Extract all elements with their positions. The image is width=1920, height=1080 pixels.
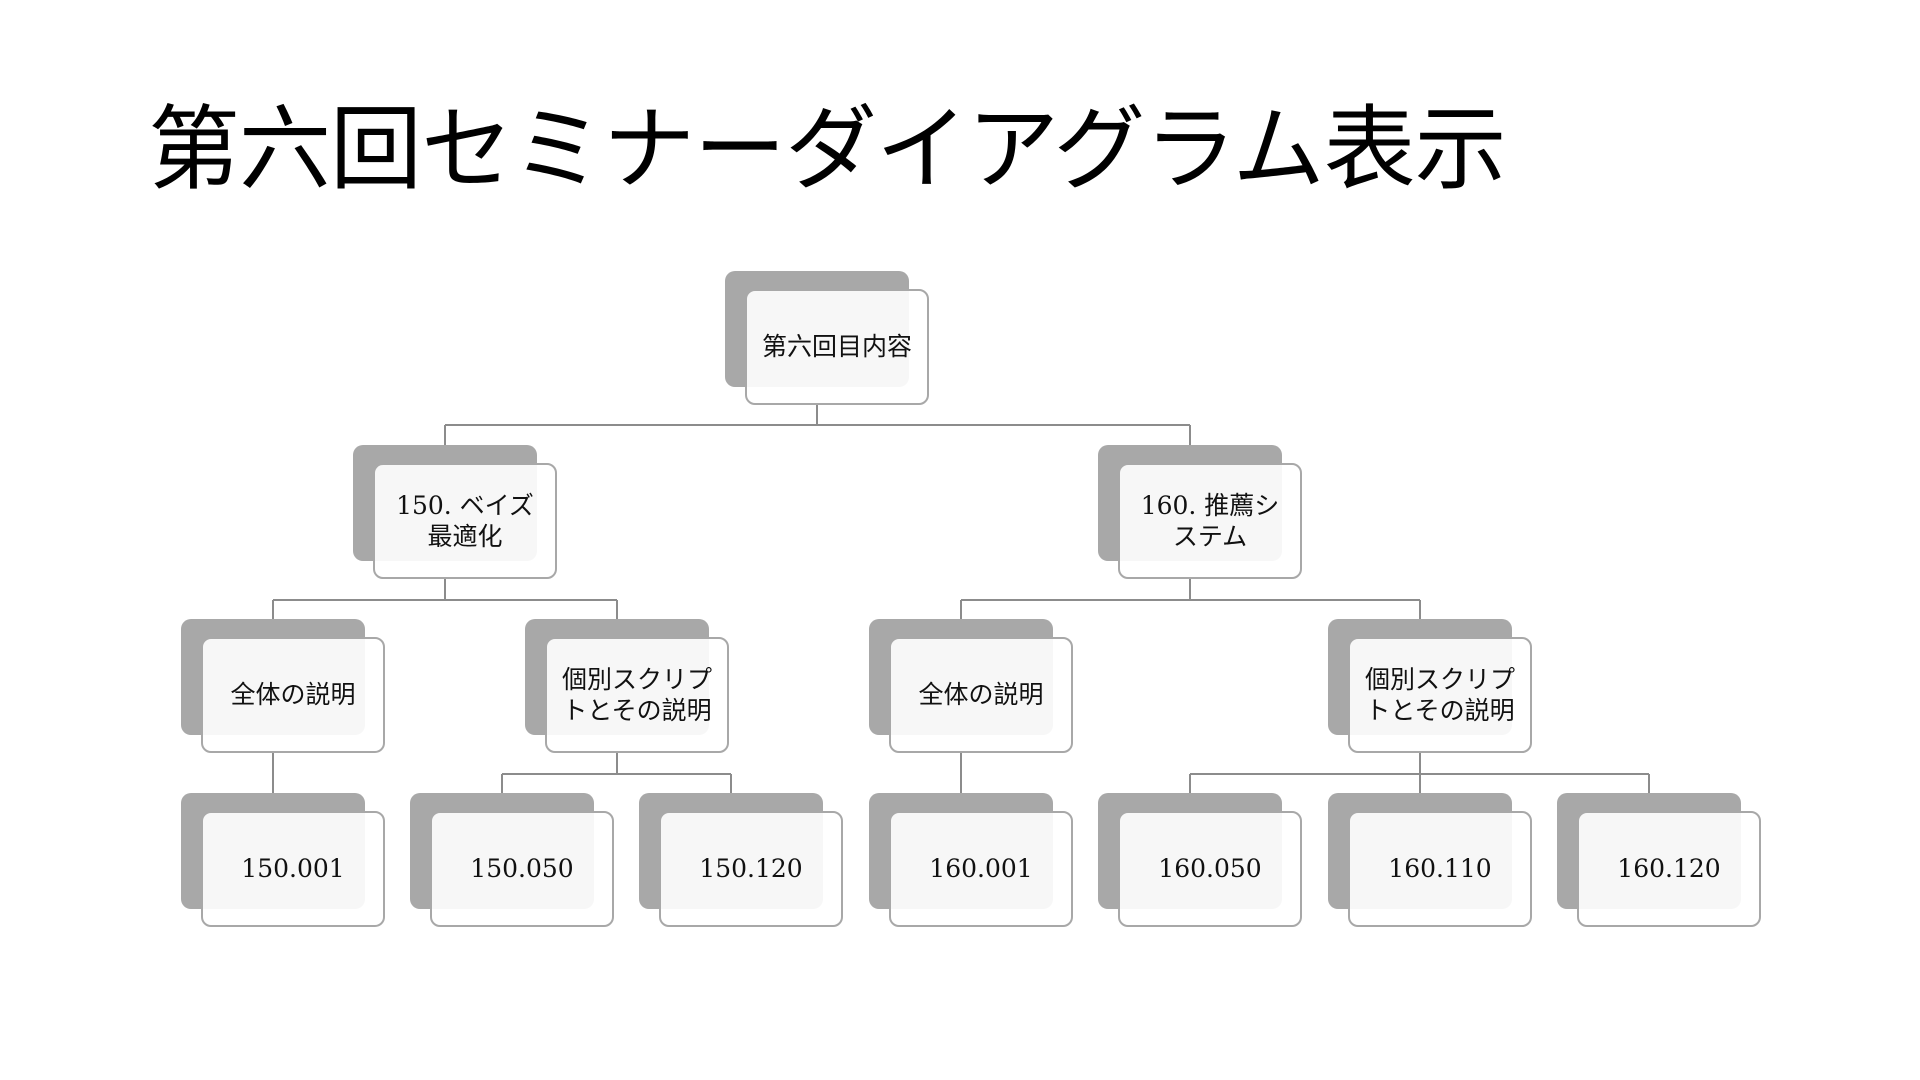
node-card: 全体の説明: [201, 637, 385, 753]
node-item-160-110: 160.110: [1328, 793, 1532, 927]
node-item-150-001: 150.001: [181, 793, 385, 927]
node-label: 160.120: [1617, 854, 1721, 884]
node-150-scripts: 個別スクリプトとその説明: [525, 619, 729, 753]
node-card: 160.050: [1118, 811, 1302, 927]
node-card: 150.120: [659, 811, 843, 927]
connector-160-scripts: [1189, 753, 1650, 793]
node-label: 160.050: [1158, 854, 1262, 884]
node-card: 150.001: [201, 811, 385, 927]
node-card: 160.110: [1348, 811, 1532, 927]
node-item-150-050: 150.050: [410, 793, 614, 927]
node-item-160-050: 160.050: [1098, 793, 1302, 927]
node-card: 150. ベイズ最適化: [373, 463, 557, 579]
node-label: 150.050: [470, 854, 574, 884]
connector-150-scripts: [501, 753, 732, 793]
node-topic-150: 150. ベイズ最適化: [353, 445, 557, 579]
node-item-160-001: 160.001: [869, 793, 1073, 927]
node-150-overview: 全体の説明: [181, 619, 385, 753]
node-label: 個別スクリプトとその説明: [561, 664, 712, 725]
node-card: 第六回目内容: [745, 289, 929, 405]
node-label: 個別スクリプトとその説明: [1364, 664, 1515, 725]
connector-topic-150: [272, 578, 618, 619]
node-card: 全体の説明: [889, 637, 1073, 753]
node-label: 全体の説明: [230, 680, 356, 710]
node-label: 160.001: [929, 854, 1033, 884]
node-topic-160: 160. 推薦システム: [1098, 445, 1302, 579]
node-label: 150.001: [241, 854, 345, 884]
slide-title: 第六回セミナーダイアグラム表示: [148, 96, 1507, 203]
connector-root-topics: [444, 403, 1191, 445]
node-item-150-120: 150.120: [639, 793, 843, 927]
node-label: 160.110: [1388, 854, 1492, 884]
node-label: 全体の説明: [918, 680, 1044, 710]
node-card: 160.001: [889, 811, 1073, 927]
node-160-scripts: 個別スクリプトとその説明: [1328, 619, 1532, 753]
node-label: 第六回目内容: [761, 332, 912, 362]
node-label: 150. ベイズ最適化: [396, 490, 534, 551]
node-card: 150.050: [430, 811, 614, 927]
node-label: 150.120: [699, 854, 803, 884]
node-160-overview: 全体の説明: [869, 619, 1073, 753]
node-card: 個別スクリプトとその説明: [1348, 637, 1532, 753]
node-card: 個別スクリプトとその説明: [545, 637, 729, 753]
node-root: 第六回目内容: [725, 271, 929, 405]
node-label: 160. 推薦システム: [1140, 490, 1280, 551]
node-card: 160.120: [1577, 811, 1761, 927]
node-item-160-120: 160.120: [1557, 793, 1761, 927]
node-card: 160. 推薦システム: [1118, 463, 1302, 579]
connector-topic-160: [960, 578, 1421, 619]
